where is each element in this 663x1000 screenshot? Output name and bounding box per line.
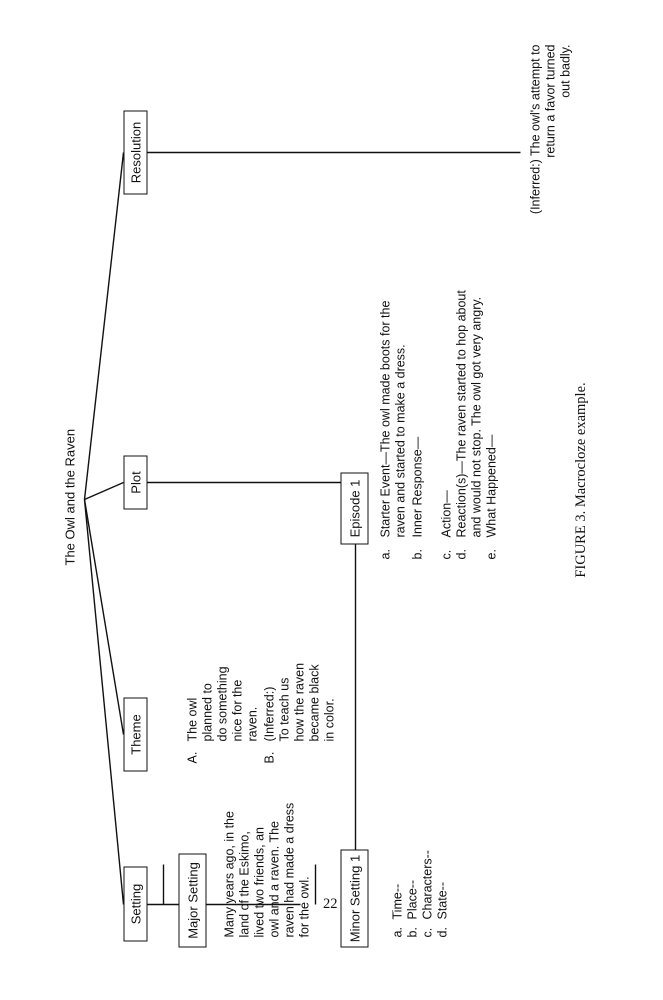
plot-box: Plot <box>123 455 148 510</box>
list-item: c.Characters-- <box>420 850 435 938</box>
major-setting-box: Major Setting <box>178 853 207 948</box>
edge-title-setting <box>83 499 125 905</box>
edge-title-plot <box>84 481 124 501</box>
list-item: d.State-- <box>435 881 450 938</box>
episode-list: a. Starter Event—The owl made boots for … <box>379 290 500 559</box>
list-item: e. What Happened— <box>484 434 499 560</box>
major-setting-line: owl and a raven. The <box>267 820 282 938</box>
episode-box: Episode 1 <box>340 472 369 545</box>
major-setting-text: Many years ago, in the land of the Eskim… <box>223 803 313 938</box>
theme-box: Theme <box>123 697 148 772</box>
minor-setting-box: Minor Setting 1 <box>340 849 369 948</box>
figure-caption: FIGURE 3. Macrocloze example. <box>573 382 589 578</box>
major-setting-line: lived two friends, an <box>252 827 267 938</box>
diagram-title: The Owl and the Raven <box>62 428 78 566</box>
major-setting-line: raven had made a dress <box>282 802 297 938</box>
list-item: a. Starter Event—The owl made boots for … <box>378 300 408 560</box>
setting-box: Setting <box>123 866 148 942</box>
theme-item-a: A. The owl planned to do something nice … <box>185 666 260 764</box>
list-item: d. Reaction(s)—The raven started to hop … <box>454 290 484 560</box>
page-number: 22 <box>323 896 338 912</box>
theme-item-b: B. (Inferred:) To teach us how the raven… <box>262 662 337 764</box>
edge-title-theme <box>83 499 125 735</box>
major-setting-line: land of the Eskimo, <box>237 831 252 938</box>
list-item: b.Place-- <box>405 879 420 938</box>
resolution-box: Resolution <box>123 110 148 195</box>
major-setting-line: Many years ago, in the <box>222 811 237 938</box>
minor-setting-list: a.Time-- b.Place-- c.Characters-- d.Stat… <box>391 850 451 937</box>
major-setting-line: for the owl. <box>297 876 312 938</box>
list-item: b. Inner Response— <box>410 436 425 560</box>
list-item: c. Action— <box>439 490 454 560</box>
list-item: a.Time-- <box>390 883 405 938</box>
resolution-text: (Inferred:) The owl's attempt to return … <box>528 44 573 215</box>
edge-title-resolution <box>83 152 125 500</box>
